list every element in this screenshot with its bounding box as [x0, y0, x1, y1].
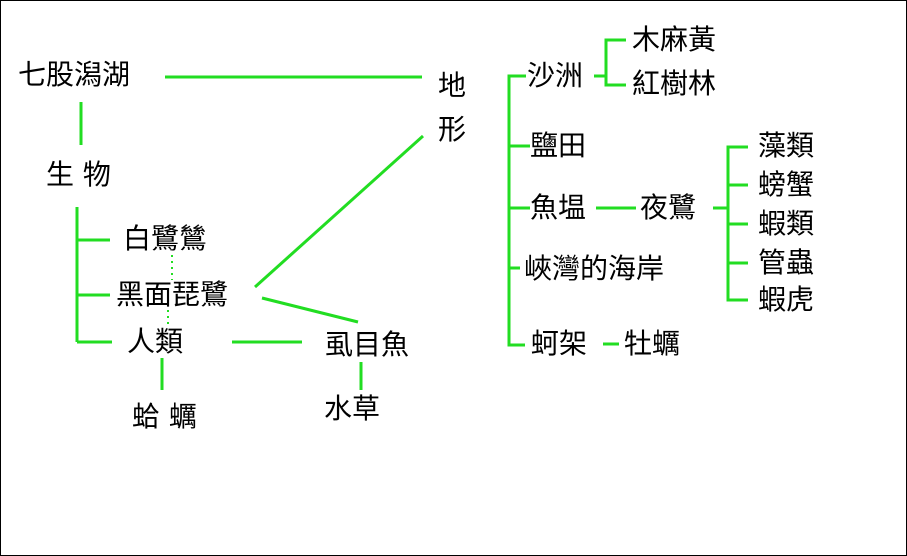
- node-fish-pond: 魚塭: [530, 191, 587, 224]
- node-biology: 生 物: [46, 158, 111, 191]
- node-mud-shrimp: 蝦虎: [758, 283, 815, 316]
- node-tube-worm: 管蟲: [758, 246, 815, 279]
- line-sandbar-bracket: [604, 38, 626, 87]
- node-crab: 螃蟹: [758, 168, 815, 201]
- line-spoonbill-terrain: [253, 134, 425, 289]
- node-shrimp: 蝦類: [758, 207, 815, 240]
- node-terrain: 地 形: [438, 69, 467, 146]
- node-mangrove: 紅樹林: [632, 67, 717, 100]
- node-algae: 藻類: [758, 129, 815, 162]
- node-qigu-lagoon: 七股潟湖: [18, 58, 131, 91]
- node-salt-field: 鹽田: [530, 129, 587, 162]
- line-spoonbill-milkfish: [261, 296, 359, 324]
- node-sandbar: 沙洲: [527, 59, 584, 92]
- node-lagoon-coast: 峽灣的海岸: [524, 252, 665, 285]
- node-little-egret: 白鷺鷥: [123, 222, 208, 255]
- node-night-heron: 夜鷺: [640, 191, 697, 224]
- node-black-faced-spoonbill: 黑面琵鷺: [116, 278, 229, 311]
- node-oyster-rack: 蚵架: [531, 327, 588, 360]
- node-oyster: 牡蠣: [624, 327, 681, 360]
- node-milkfish: 虱目魚: [325, 328, 410, 361]
- node-clams: 蛤 蠣: [132, 400, 197, 433]
- node-casuarina: 木麻黃: [632, 23, 717, 56]
- node-water-plants: 水草: [324, 392, 381, 425]
- line-terrain-trunk: [507, 74, 526, 347]
- node-humans: 人類: [127, 325, 184, 358]
